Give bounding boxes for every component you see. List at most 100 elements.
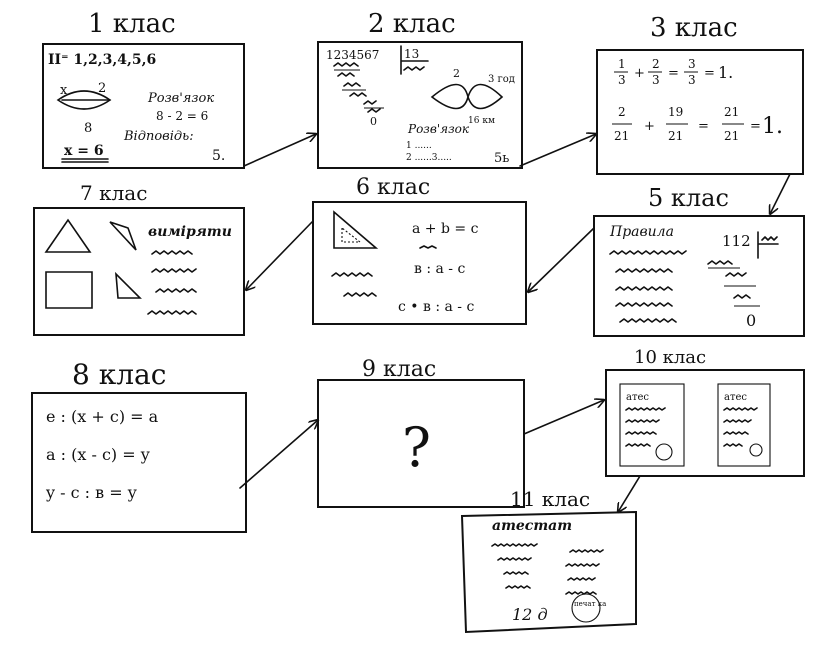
- grade3-f2-eq2: =: [750, 119, 761, 134]
- grade2-division-bracket: [400, 45, 429, 75]
- grade3-f1-result: 1.: [718, 63, 733, 82]
- grade5-title: 5 клас: [648, 184, 729, 212]
- grade5-divisor-scribble: [761, 236, 778, 241]
- grade2-mark: 5ь: [494, 151, 509, 166]
- grade2-distance: 16 км: [468, 116, 495, 126]
- grade2-step1: 1 ......: [406, 141, 432, 151]
- grade7-box: виміряти: [33, 207, 245, 336]
- arrow-6-to-7: [246, 221, 313, 290]
- grade10-doc2-seal: [749, 443, 763, 457]
- grade3-f2-den1: 21: [614, 129, 629, 143]
- grade2-two-arcs: [430, 83, 504, 110]
- grade1-box: II⁼ 1,2,3,4,5,6 x 2 8 Розв'язок 8 - 2 = …: [42, 43, 245, 169]
- grade6-eq3: с • в : а - с: [398, 299, 474, 315]
- grade8-eq2: a : (x - c) = y: [46, 445, 150, 464]
- grade2-division-steps: [333, 62, 425, 113]
- grade5-remainder: 0: [746, 311, 756, 330]
- grade1-answer-label: Відповідь:: [123, 129, 194, 144]
- arrow-1-to-2: [243, 134, 316, 167]
- grade9-title: 9 клас: [362, 357, 436, 382]
- grade5-scribbles: [609, 250, 687, 323]
- grade3-f1-eq1: =: [668, 66, 679, 81]
- grade5-division-lines: [708, 267, 760, 307]
- grade11-title: 11 клас: [510, 487, 590, 511]
- grade11-score: 12 д: [512, 605, 548, 624]
- grade1-title: 1 клас: [88, 9, 176, 39]
- grade2-dividend: 1234567: [326, 48, 379, 62]
- arrow-8-to-9: [239, 420, 318, 489]
- grade7-scribbles: [147, 250, 197, 315]
- grade3-f2-den3: 21: [724, 129, 739, 143]
- grade3-f1-eq2: =: [704, 66, 715, 81]
- grade2-division-lines: [334, 69, 384, 109]
- grade2-solution-label: Розв'язок: [407, 122, 470, 136]
- grade3-title: 3 клас: [650, 13, 738, 43]
- grade6-scribbles: [331, 272, 377, 297]
- grade3-f2-num2: 19: [668, 105, 683, 119]
- grade3-f2-eq1: =: [698, 119, 709, 134]
- grade1-answer-underline: [61, 158, 109, 163]
- grade3-f1-den3: 3: [688, 73, 696, 87]
- grade2-step2: 2 ......3.....: [406, 153, 452, 163]
- grade3-f2-result: 1.: [762, 114, 783, 139]
- grade6-title: 6 клас: [356, 175, 430, 200]
- grade3-f1-den1: 3: [618, 73, 626, 87]
- grade11-label: атестат: [492, 518, 572, 534]
- grade5-division-bracket: [757, 231, 779, 259]
- grade3-formula2: 2 21 + 19 21 = 21 21 = 1.: [612, 105, 783, 143]
- grade10-doc2: [717, 383, 771, 467]
- grade7-triangle1: [44, 218, 92, 253]
- grade3-f2-den2: 21: [668, 129, 683, 143]
- grade7-triangle3: [115, 271, 142, 299]
- grade10-doc1: [619, 383, 685, 467]
- grade2-middle-value: 2: [453, 67, 460, 80]
- grade3-f1-num2: 2: [652, 57, 660, 71]
- grade8-title: 8 клас: [72, 358, 166, 391]
- grade1-sequence: II⁼ 1,2,3,4,5,6: [48, 52, 156, 68]
- grade10-doc2-title: атес: [724, 392, 747, 403]
- grade8-eq1: e : (x + c) = a: [46, 407, 159, 426]
- grade11-box: атестат 12 д печат ка: [460, 510, 637, 634]
- grade3-f1-den2: 3: [652, 73, 660, 87]
- grade2-divisor: 13: [404, 47, 419, 61]
- grade1-bottom-value: 8: [84, 121, 92, 136]
- grade1-solution: 8 - 2 = 6: [156, 109, 208, 123]
- arrow-3-to-5: [770, 173, 791, 214]
- grade6-eq2: в : а - с: [414, 261, 465, 277]
- arrow-2-to-3: [519, 134, 596, 167]
- grade11-seal: [571, 593, 601, 623]
- grade9-question: ?: [402, 416, 431, 479]
- grade10-title: 10 клас: [634, 347, 706, 368]
- grade3-formula1: 1 3 + 2 3 = 3 3 = 1.: [614, 57, 733, 87]
- grade8-box: e : (x + c) = a a : (x - c) = y y - c : …: [31, 392, 247, 533]
- grade6-dash: [419, 245, 437, 249]
- grade7-label: виміряти: [148, 224, 232, 240]
- grade11-seal-text: печат ка: [574, 600, 606, 608]
- arrow-9-to-10: [523, 400, 604, 435]
- grade2-title: 2 клас: [368, 9, 456, 39]
- grade2-remainder: 0: [370, 115, 377, 128]
- grade3-f1-num1: 1: [618, 57, 626, 71]
- grade7-triangle2: [109, 221, 137, 251]
- grade7-title: 7 клас: [80, 181, 147, 205]
- grade5-box: Правила 112 0: [593, 215, 805, 337]
- grade6-box: a + b = c в : а - с с • в : а - с: [312, 201, 527, 325]
- grade3-f1-num3: 3: [688, 57, 696, 71]
- grade10-box: атес атес: [605, 369, 805, 477]
- grade10-doc2-lines: [723, 407, 758, 447]
- grade7-rectangle: [45, 271, 93, 309]
- arrow-10-to-11: [618, 475, 641, 512]
- grade9-box: ?: [317, 379, 525, 508]
- grade3-f2-num1: 2: [618, 105, 626, 119]
- grade8-eq3: y - c : в = y: [45, 483, 137, 502]
- grade11-lines: [491, 543, 604, 595]
- grade1-answer: x = 6: [64, 143, 104, 159]
- grade5-number: 112: [722, 232, 751, 250]
- arrow-5-to-6: [528, 227, 595, 292]
- grade5-division-steps: [707, 260, 751, 299]
- grade3-f2-num3: 21: [724, 105, 739, 119]
- grade2-time: 3 год: [488, 74, 515, 85]
- grade6-set-square: [333, 210, 379, 249]
- grade3-box: 1 3 + 2 3 = 3 3 = 1. 2 21 + 19 21 = 21 2…: [596, 49, 804, 175]
- grade10-doc1-lines: [625, 407, 666, 447]
